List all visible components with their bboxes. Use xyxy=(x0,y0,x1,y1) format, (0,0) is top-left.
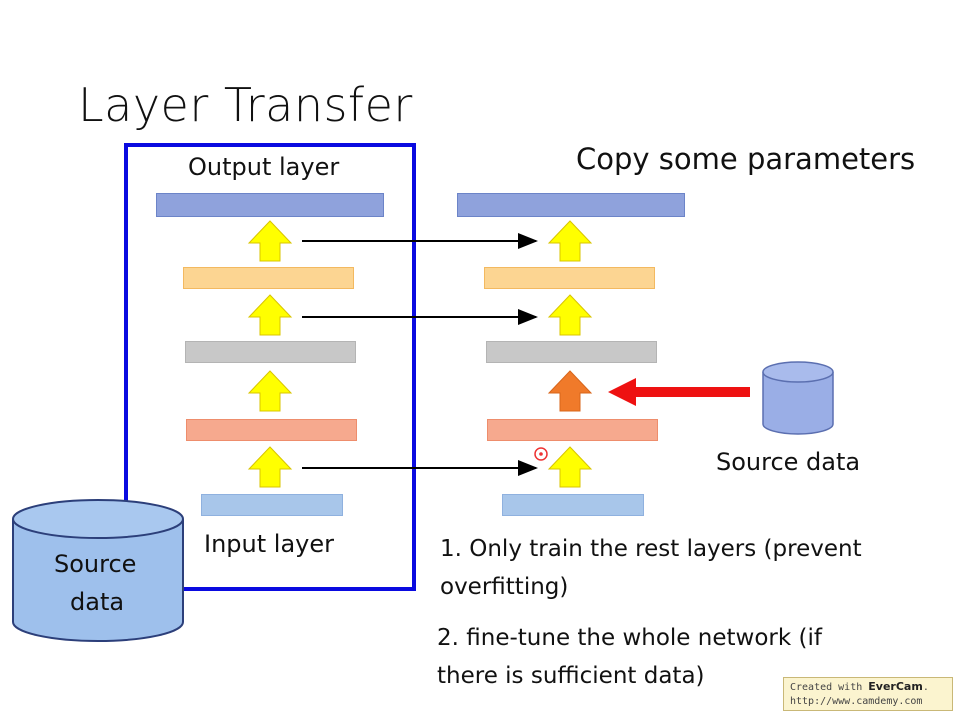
watermark-line-1: Created with EverCam. xyxy=(790,680,929,693)
right-output-layer xyxy=(457,193,685,217)
right-hidden-layer-2 xyxy=(486,341,657,363)
left-hidden-layer-1 xyxy=(186,419,357,441)
source-data-label-right: Source data xyxy=(716,448,861,476)
up-arrow-icon xyxy=(247,370,293,412)
output-layer-label: Output layer xyxy=(188,153,340,181)
right-hidden-layer-3 xyxy=(484,267,655,289)
note-2-line-1: 2. fine-tune the whole network (if xyxy=(437,625,822,651)
trained-up-arrow-icon xyxy=(547,370,593,412)
note-1-line-2: overfitting) xyxy=(440,574,569,600)
database-icon xyxy=(762,361,834,435)
left-output-layer xyxy=(156,193,384,217)
source-data-label-left-2: data xyxy=(70,588,125,616)
slide-subtitle: Copy some parameters xyxy=(576,142,916,176)
up-arrow-icon xyxy=(547,294,593,336)
up-arrow-icon xyxy=(547,220,593,262)
source-data-label-left-1: Source xyxy=(54,550,137,578)
left-input-layer xyxy=(201,494,343,516)
up-arrow-icon xyxy=(247,220,293,262)
note-1-line-1: 1. Only train the rest layers (prevent xyxy=(440,536,862,562)
watermark-line-2: http://www.camdemy.com xyxy=(790,696,923,707)
note-2: 2. fine-tune the whole network (if there… xyxy=(437,619,822,695)
note-1: 1. Only train the rest layers (prevent o… xyxy=(440,530,862,606)
left-hidden-layer-2 xyxy=(185,341,356,363)
right-input-layer xyxy=(502,494,644,516)
evercam-watermark: Created with EverCam. http://www.camdemy… xyxy=(783,677,953,711)
cursor-marker xyxy=(534,447,548,461)
input-layer-label: Input layer xyxy=(204,530,334,558)
left-hidden-layer-3 xyxy=(183,267,354,289)
source-network-frame xyxy=(124,143,416,591)
note-2-line-2: there is sufficient data) xyxy=(437,663,705,689)
slide-title: Layer Transfer xyxy=(78,78,413,132)
right-arrow-icon xyxy=(608,378,750,406)
up-arrow-icon xyxy=(247,294,293,336)
up-arrow-icon xyxy=(247,446,293,488)
right-hidden-layer-1 xyxy=(487,419,658,441)
database-icon xyxy=(12,499,184,642)
up-arrow-icon xyxy=(547,446,593,488)
